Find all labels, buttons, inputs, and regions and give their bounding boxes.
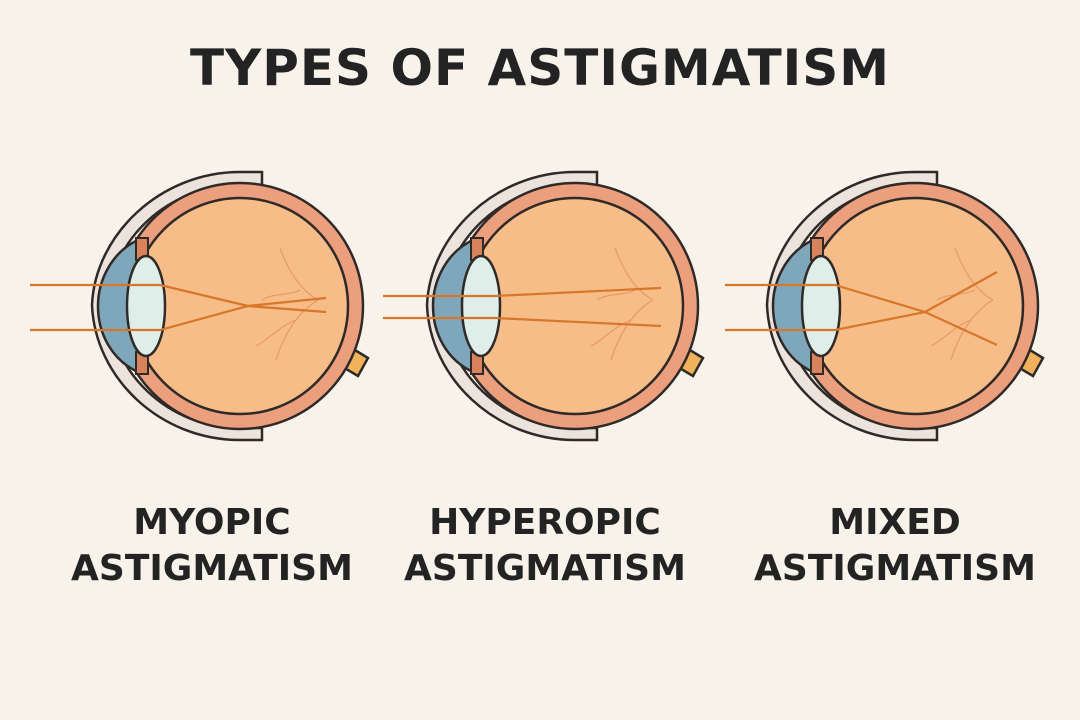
caption-line: HYPEROPIC — [375, 500, 715, 546]
caption-myopic: MYOPIC ASTIGMATISM — [42, 500, 382, 592]
caption-mixed: MIXED ASTIGMATISM — [725, 500, 1065, 592]
caption-line: ASTIGMATISM — [725, 546, 1065, 592]
lens — [462, 256, 500, 356]
eye-myopic — [30, 172, 368, 440]
eye-mixed — [725, 172, 1043, 440]
lens — [802, 256, 840, 356]
caption-hyperopic: HYPEROPIC ASTIGMATISM — [375, 500, 715, 592]
caption-line: MIXED — [725, 500, 1065, 546]
caption-line: ASTIGMATISM — [375, 546, 715, 592]
lens — [127, 256, 165, 356]
eye-hyperopic — [383, 172, 703, 440]
caption-line: ASTIGMATISM — [42, 546, 382, 592]
caption-line: MYOPIC — [42, 500, 382, 546]
